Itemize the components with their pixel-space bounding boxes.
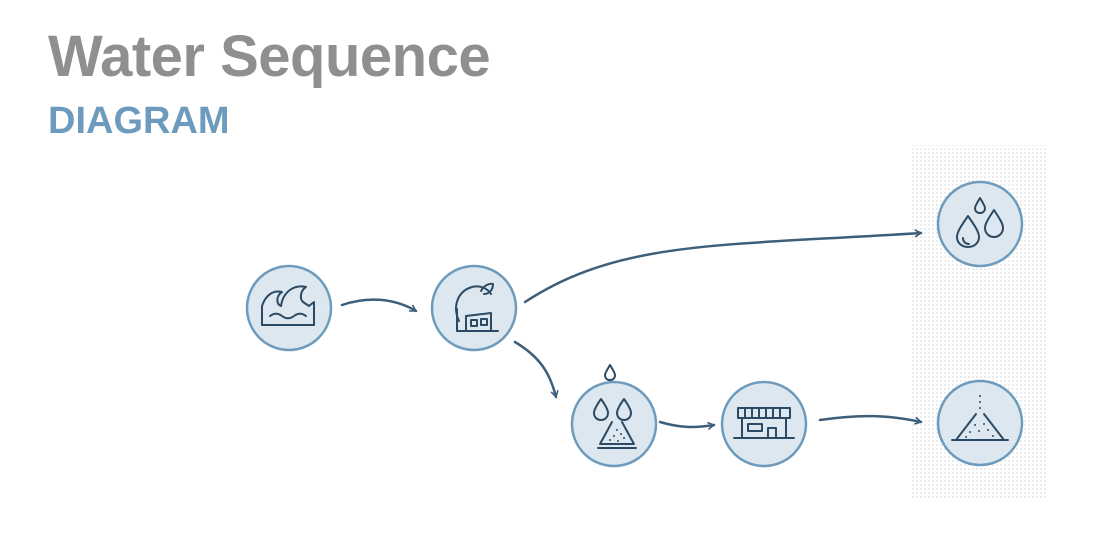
arrow-separation-to-processing: [658, 420, 716, 430]
node-salt: [936, 379, 1024, 467]
salt-pile-icon: [951, 413, 1009, 441]
node-separation: [570, 380, 658, 468]
arrow-ocean-to-plant: [340, 298, 418, 313]
salt-pile-grains: [965, 395, 994, 438]
ocean-wave-icon: [261, 285, 315, 326]
page-subtitle: DIAGRAM: [48, 100, 230, 142]
page-title: Water Sequence: [48, 24, 491, 89]
node-fresh-water: [936, 180, 1024, 268]
node-plant: [430, 264, 518, 352]
water-and-salt-icon: [593, 364, 637, 449]
desalination-plant-icon: [455, 282, 499, 332]
salt-grains: [609, 429, 625, 442]
processing-facility-icon: [733, 407, 795, 439]
water-drops-icon: [956, 197, 1004, 248]
arrow-plant-to-fresh-water: [523, 229, 923, 304]
node-processing: [720, 380, 808, 468]
arrow-processing-to-salt: [818, 414, 923, 425]
node-ocean: [245, 264, 333, 352]
arrow-plant-to-separation: [513, 340, 559, 399]
